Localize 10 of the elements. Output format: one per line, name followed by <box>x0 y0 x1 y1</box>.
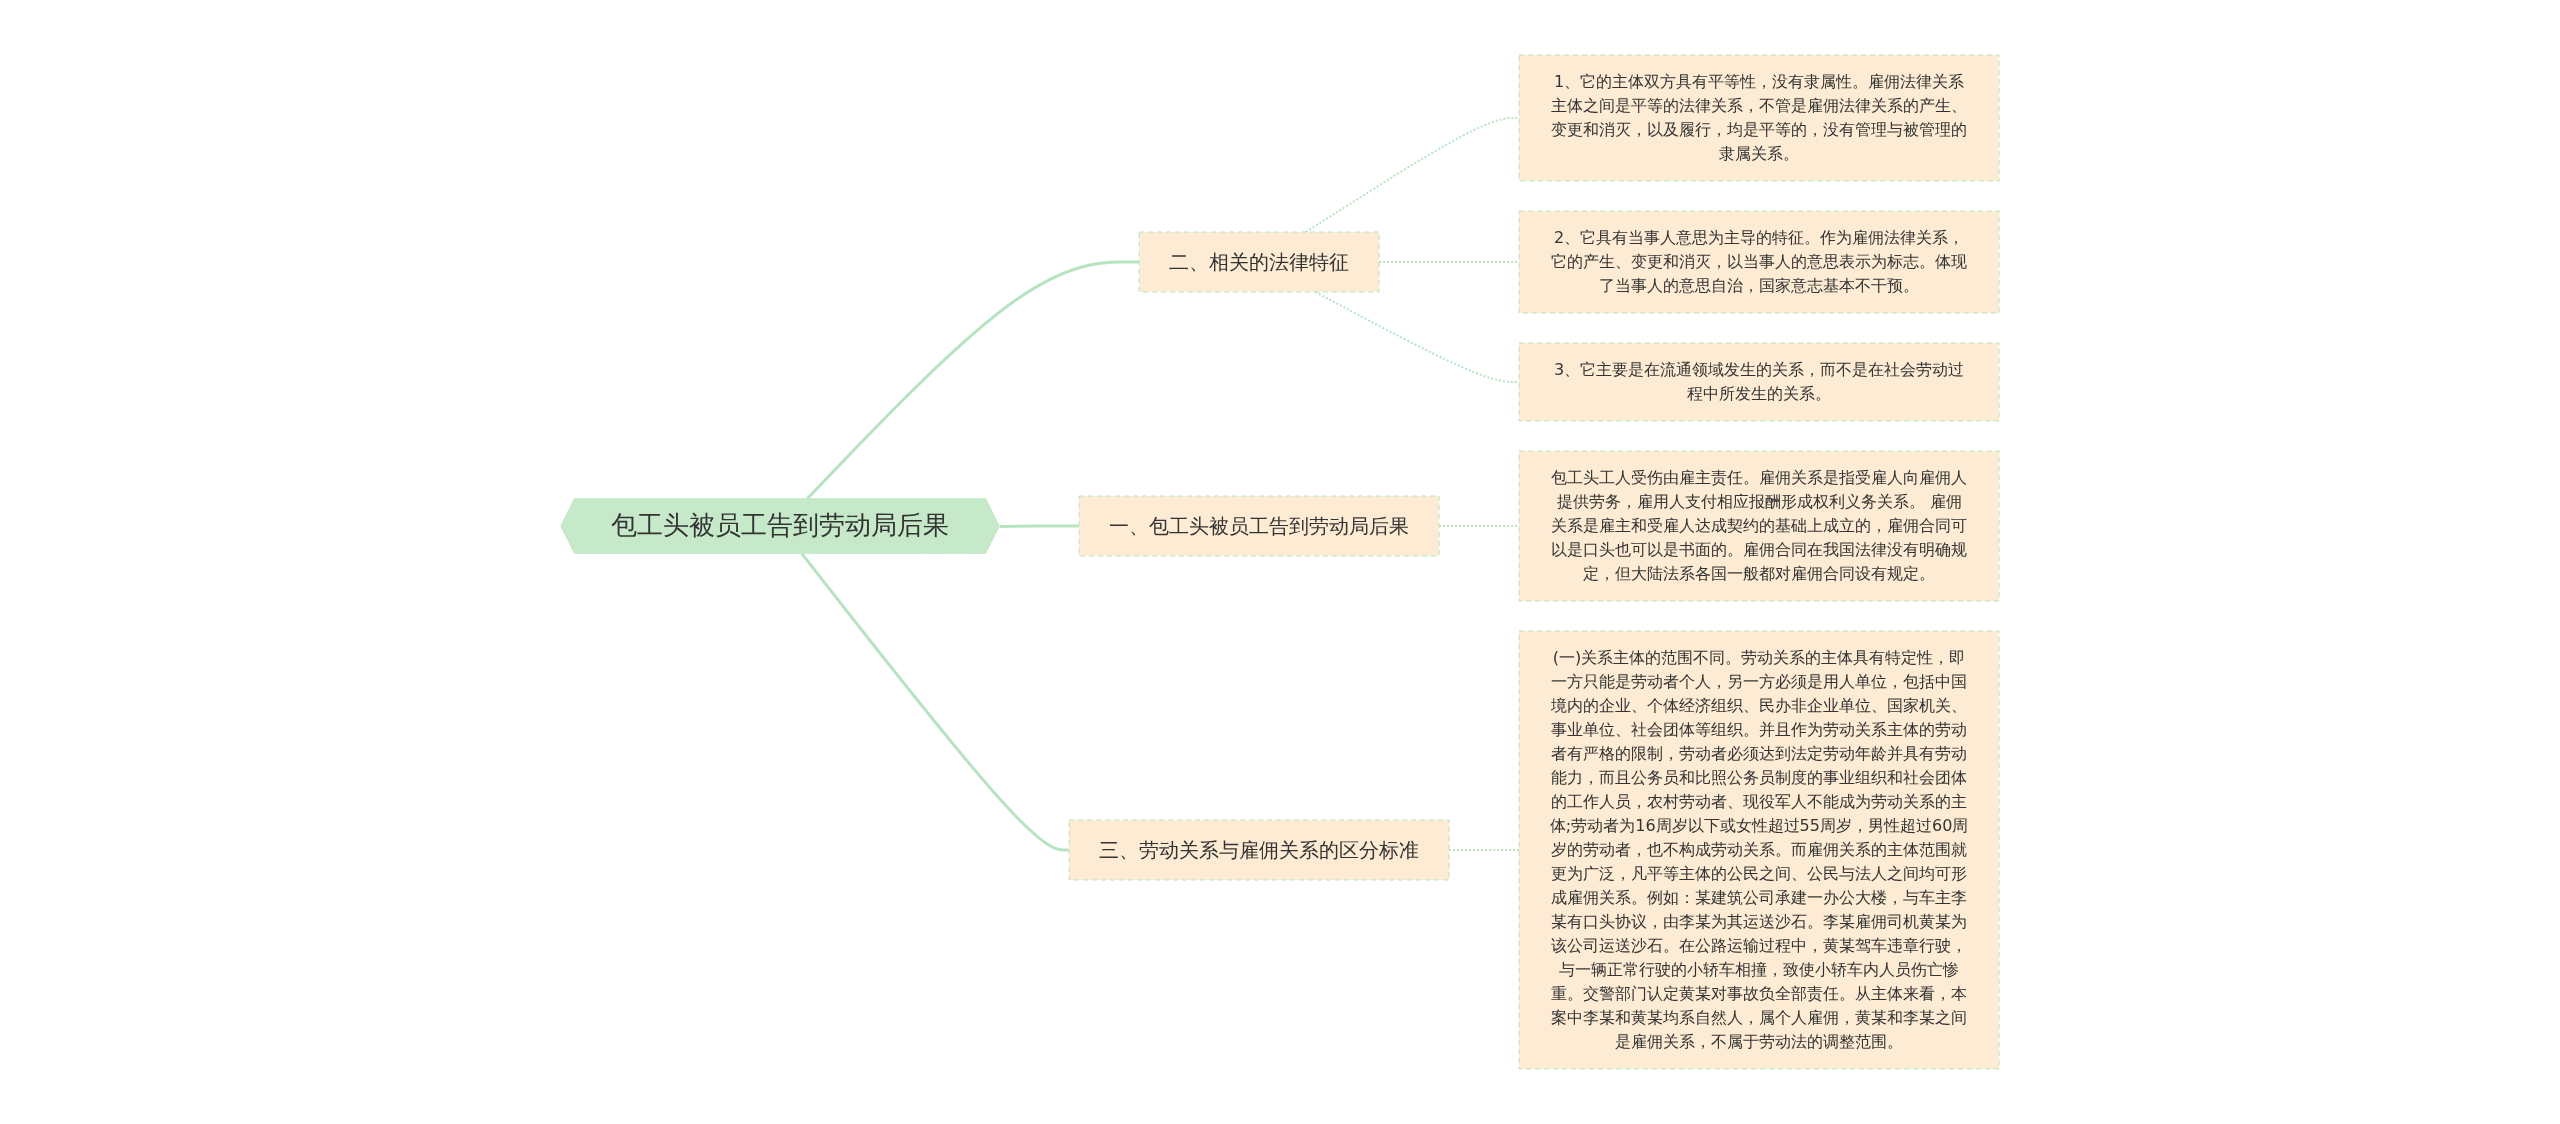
node-box: 二、相关的法律特征 <box>1138 231 1380 293</box>
node-box: 3、它主要是在流通领域发生的关系，而不是在社会劳动过程中所发生的关系。 <box>1518 342 2000 422</box>
node-box: 一、包工头被员工告到劳动局后果 <box>1078 495 1440 557</box>
node-box: 包工头工人受伤由雇主责任。雇佣关系是指受雇人向雇佣人提供劳务，雇用人支付相应报酬形成权利义务关系。 雇佣关系是雇主和受雇人达成契约的基础上成立的，雇佣合同可以是口头也可以是书面的。雇佣合同在我国法律没有明确规定，但大陆法系各国一般都对雇佣合同设有规定。 <box>1518 450 2000 602</box>
connector <box>999 524 1080 528</box>
node-box: 三、劳动关系与雇佣关系的区分标准 <box>1068 819 1450 881</box>
connector <box>800 552 1070 852</box>
node-box: 2、它具有当事人意思为主导的特征。作为雇佣法律关系，它的产生、变更和消灭，以当事人的意思表示为标志。体现了当事人的意思自治，国家意志基本不干预。 <box>1518 210 2000 314</box>
node-box: 1、它的主体双方具有平等性，没有隶属性。雇佣法律关系主体之间是平等的法律关系，不管是雇佣法律关系的产生、变更和消灭，以及履行，均是平等的，没有管理与被管理的隶属关系。 <box>1518 54 2000 182</box>
node-box: (一)关系主体的范围不同。劳动关系的主体具有特定性，即一方只能是劳动者个人，另一方必须是用人单位，包括中国境内的企业、个体经济组织、民办非企业单位、国家机关、事业单位、社会团体等组织。并且作为劳动关系主体的劳动者有严格的限制，劳动者必须达到法定劳动年龄并具有劳动能力，而且公务员和比照公务员制度的事业组织和社会团体的工作人员，农村劳动者、现役军人不能成为劳动关系的主体;劳动者为16周岁以下或女性超过55周岁，男性超过60周岁的劳动者，也不构成劳动关系。而雇佣关系的主体范围就更为广泛，凡平等主体的公民之间、公民与法人之间均可形成雇佣关系。例如：某建筑公司承建一办公大楼，与车主李某有口头协议，由李某为其运送沙石。李某雇佣司机黄某为该公司运送沙石。在公路运输过程中，黄某驾车违章行驶，与一辆正常行驶的小轿车相撞，致使小轿车内人员伤亡惨重。交警部门认定黄某对事故负全部责任。从主体来看，本案中李某和黄某均系自然人，属个人雇佣，黄某和李某之间是雇佣关系，不属于劳动法的调整范围。 <box>1518 630 2000 1070</box>
